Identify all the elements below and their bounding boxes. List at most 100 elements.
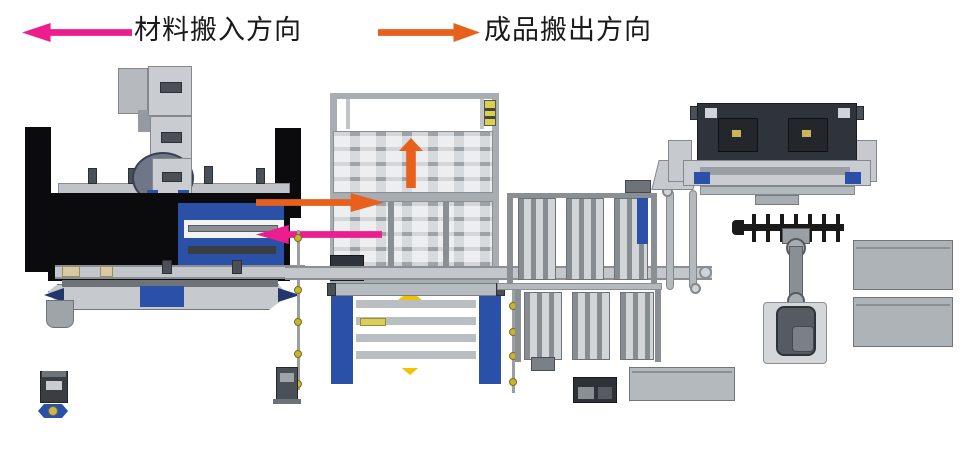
comb-tooth (836, 214, 840, 242)
robot-joint (786, 238, 806, 258)
conveyor-rack (572, 292, 610, 360)
tower-inner-post (480, 99, 484, 129)
machine-foot-post (162, 260, 172, 274)
valve-center (48, 406, 58, 416)
press-module (718, 118, 758, 152)
control-box-top (42, 371, 66, 377)
comb-hook (732, 220, 744, 235)
signal-lamp-stripe (485, 116, 495, 119)
machine-foot-post (232, 260, 242, 274)
control-box-screen (46, 381, 62, 390)
cabinet-window (578, 387, 594, 399)
tower-frame-top (330, 93, 499, 99)
lift-blue-pad (700, 176, 716, 189)
comb-tooth (780, 214, 784, 242)
conveyor-rack (524, 292, 562, 360)
conveyor-frame-post (515, 290, 521, 362)
tower-vent (162, 172, 182, 182)
comb-tooth (822, 214, 826, 242)
machine-top-frame (690, 106, 864, 120)
lift-yellow-item (360, 318, 386, 326)
tower-side-box (118, 68, 148, 114)
rail-end-cap (699, 266, 712, 279)
machine-blue-foot (694, 172, 710, 184)
pallet-changer-blue (178, 203, 284, 273)
deck-band (700, 167, 850, 175)
conveyor-motor-box (531, 357, 555, 371)
pallet-edge (856, 247, 950, 249)
machine-foot (62, 266, 80, 277)
fence-knob (294, 350, 302, 358)
product-out-label: 成品搬出方向 (484, 15, 652, 45)
left-pillar (25, 127, 51, 272)
shuttle-blue-patch (140, 286, 184, 307)
fence-knob (294, 318, 302, 326)
module-lamp (802, 130, 811, 137)
deck-post (204, 166, 213, 184)
corner-plate (705, 108, 717, 118)
conveyor-top-rail (497, 283, 662, 290)
machine-small-foot (755, 195, 799, 205)
machine-wing (853, 140, 877, 182)
machine-wing (668, 140, 692, 182)
product-out-arrow-icon (378, 23, 480, 42)
deck-post (256, 168, 265, 184)
tower-frame-left (330, 93, 337, 285)
fence-knob (294, 234, 302, 242)
cabinet-window (598, 387, 612, 399)
robot-motor (792, 326, 814, 352)
fence-knob (509, 352, 517, 360)
fence-knob (509, 328, 517, 336)
tower-frame-right (492, 93, 499, 285)
gripper-mount (782, 228, 810, 244)
deck-post (88, 168, 97, 184)
press-module (788, 118, 828, 152)
comb-tooth (794, 214, 798, 242)
fence-knob (509, 378, 517, 386)
conveyor-top-rail (507, 193, 657, 198)
conveyor-blue-bar (637, 198, 648, 244)
signal-lamp-stripe (485, 108, 495, 111)
conveyor-rack (620, 292, 654, 360)
lift-roller (662, 186, 673, 197)
tower-vent (160, 82, 182, 93)
robot-joint (787, 292, 805, 310)
conveyor-top-box (625, 180, 651, 193)
lift-head (651, 160, 701, 190)
lower-rod (188, 246, 276, 254)
safety-fence-left (297, 230, 300, 390)
machine-dark-body (697, 103, 857, 161)
lift-pillar-right (479, 296, 501, 384)
machine-deck-light (683, 160, 871, 186)
comb-gripper-bar (740, 224, 844, 231)
work-table-edge (632, 371, 732, 373)
flow-arrow-lift (396, 290, 424, 375)
arm-support-leg (46, 300, 74, 328)
pedestal-base (273, 399, 301, 404)
robot-base-body (776, 306, 816, 356)
tower-inner-post (346, 99, 350, 129)
pallet-edge (856, 304, 950, 306)
robot-base-plate (763, 302, 827, 364)
lift-pillar-left (331, 296, 353, 384)
material-in-label: 材料搬入方向 (134, 15, 302, 45)
tower-vent (161, 132, 182, 143)
transfer-rail (285, 266, 712, 280)
lift-beam-cap (496, 283, 505, 296)
lift-shelves (356, 300, 476, 368)
exchange-rod (188, 225, 278, 232)
fence-knob (294, 286, 302, 294)
laser-cutting-machine (0, 60, 330, 420)
module-lamp (732, 130, 741, 137)
machine-blue-foot (845, 172, 861, 184)
material-in-arrow-icon (22, 23, 132, 42)
shuttle-top-strip (62, 280, 278, 287)
machine-skirt (700, 186, 855, 195)
legend: 材料搬入方向 成品搬出方向 (0, 0, 976, 60)
flow-arrow-up (399, 138, 423, 188)
lift-top-beam (327, 283, 505, 296)
corner-plate (838, 108, 850, 118)
signal-lamp (484, 100, 496, 126)
pedestal-screen (280, 373, 294, 382)
